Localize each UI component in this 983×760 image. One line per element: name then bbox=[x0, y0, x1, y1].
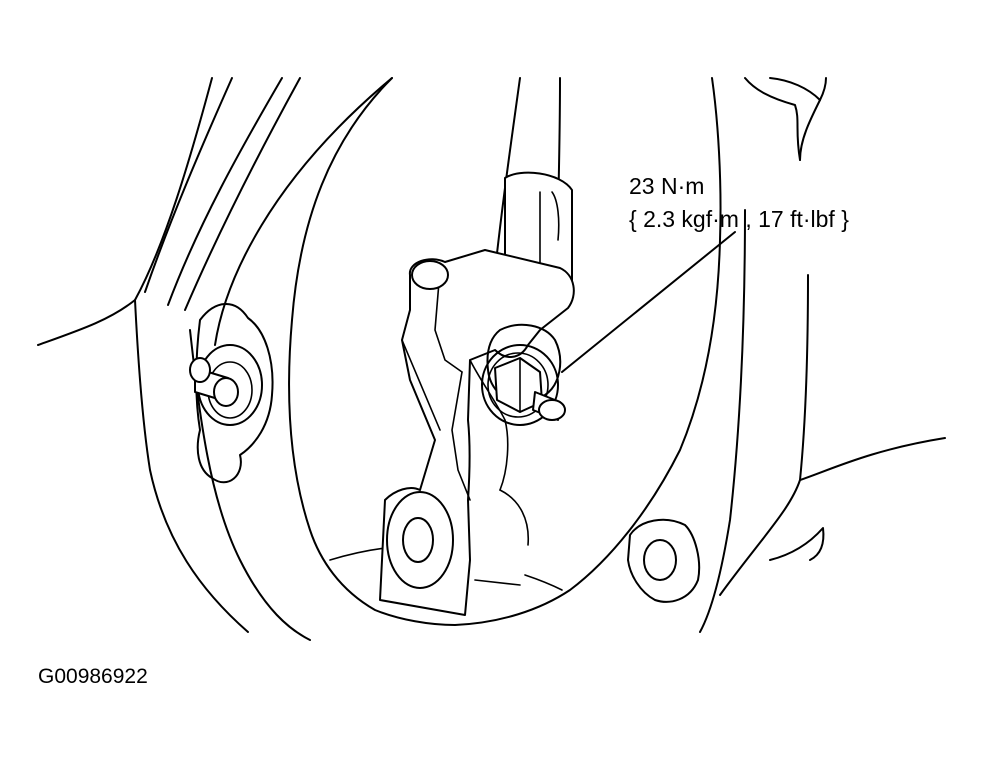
figure-code: G00986922 bbox=[38, 665, 148, 688]
right-mount-boss bbox=[627, 518, 701, 603]
link-bracket bbox=[379, 249, 575, 616]
nut-and-bolt bbox=[481, 344, 566, 426]
leader-line bbox=[561, 231, 736, 373]
right-body-lines bbox=[699, 77, 946, 633]
torque-value-alternate-units: { 2.3 kgf·m , 17 ft·lbf } bbox=[629, 206, 849, 232]
body-panel-lines bbox=[37, 77, 393, 641]
torque-value-metric: 23 N·m bbox=[629, 173, 705, 199]
left-mount-bracket bbox=[189, 303, 274, 484]
